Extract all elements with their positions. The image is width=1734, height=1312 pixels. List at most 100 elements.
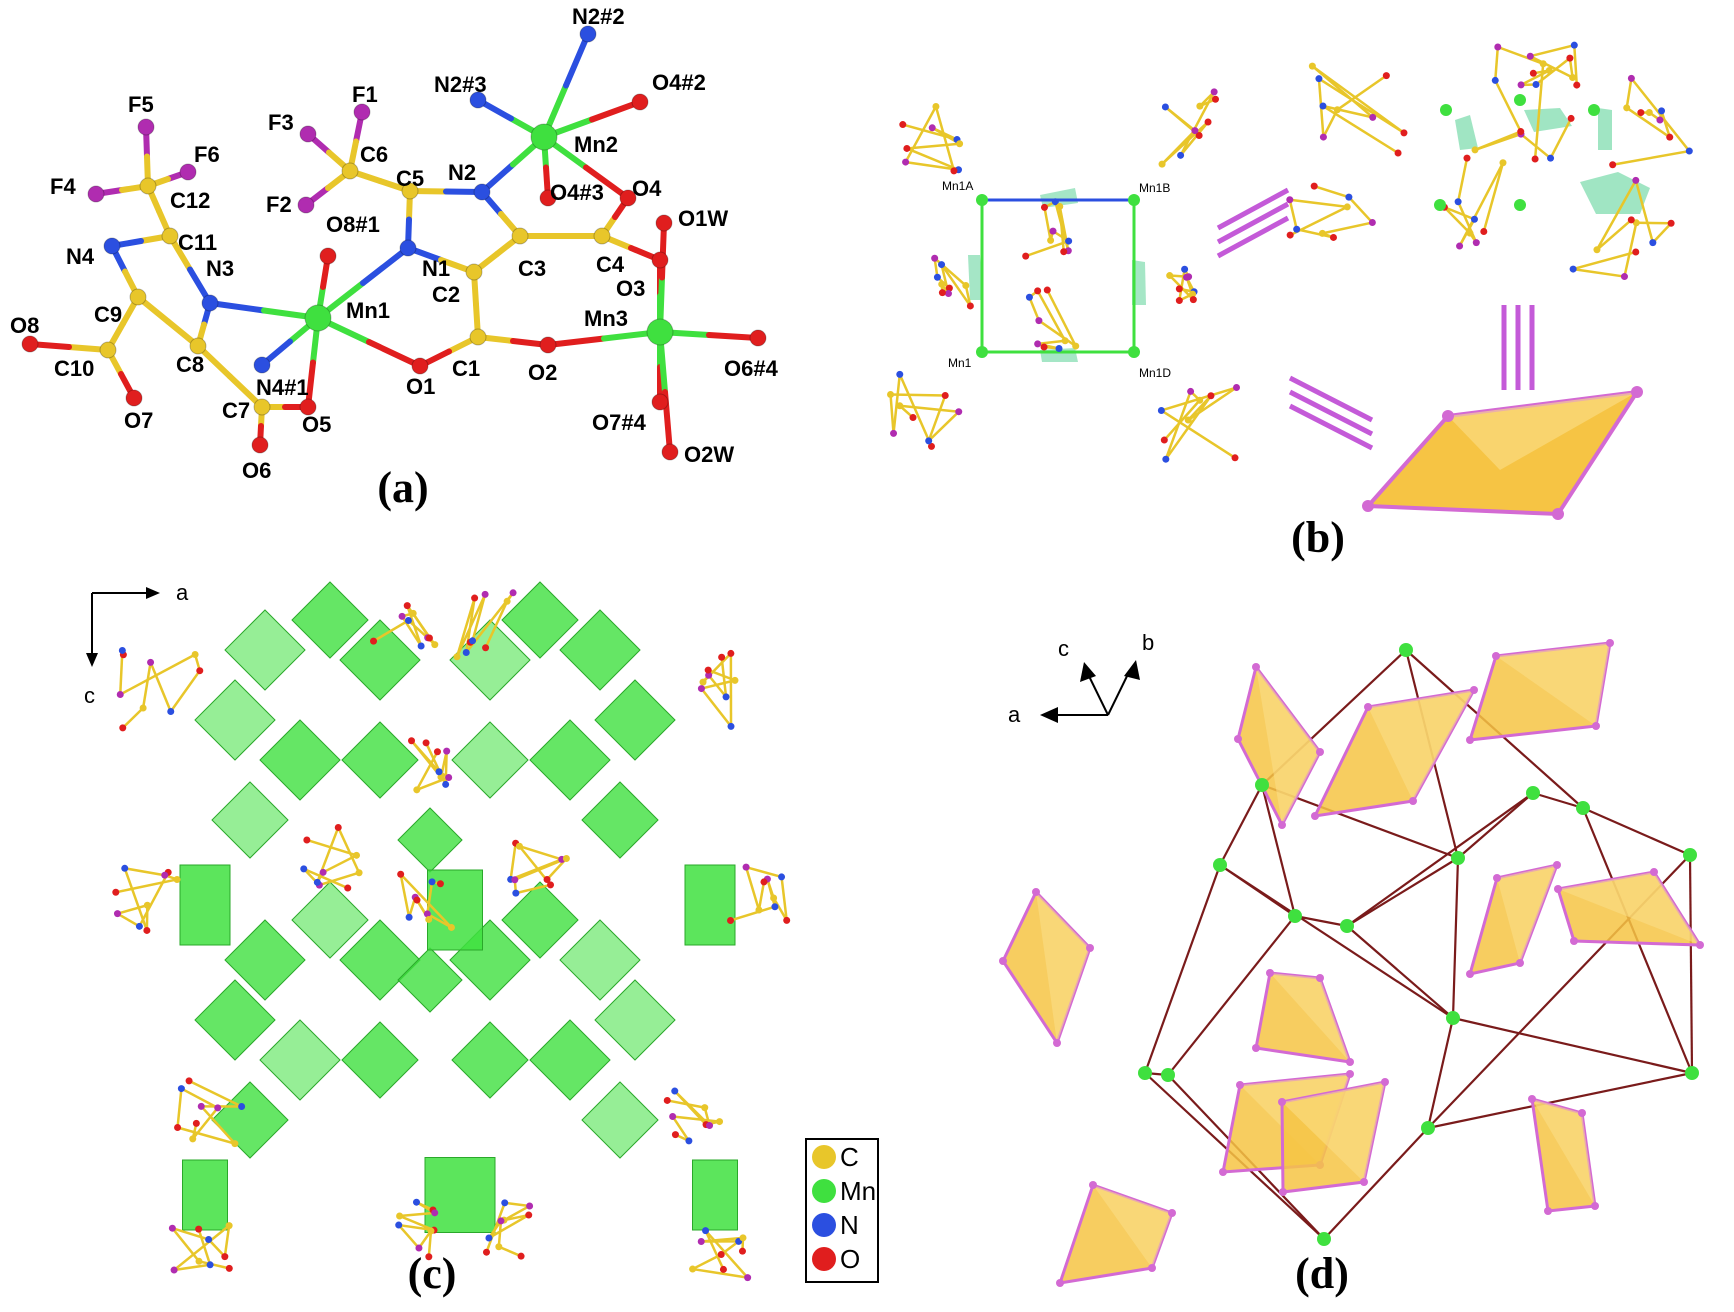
net-node xyxy=(1526,786,1540,800)
ligand-bond xyxy=(1530,45,1574,56)
ligand-atom xyxy=(1609,161,1616,168)
ligand-atom xyxy=(1547,155,1554,162)
ligand-atom xyxy=(356,869,363,876)
ligand-atom xyxy=(1056,203,1063,210)
net-link xyxy=(1220,785,1262,865)
ligand-atom xyxy=(413,897,420,904)
rhombic-vertex xyxy=(1056,1279,1064,1287)
ligand-atom xyxy=(1211,88,1218,95)
atom-o1w xyxy=(656,215,672,231)
ligand-atom xyxy=(482,644,489,651)
ligand-atom xyxy=(512,890,519,897)
ligand-bond xyxy=(505,1203,530,1206)
ligand-atom xyxy=(1492,77,1499,84)
ligand-atom xyxy=(1233,384,1240,391)
panel-c-axes: a c xyxy=(84,580,189,708)
ligand-atom xyxy=(1320,134,1327,141)
ligand-atom xyxy=(161,872,168,879)
ligand-atom xyxy=(731,677,738,684)
mn-octahedron xyxy=(582,1082,658,1158)
atom-label-c3: C3 xyxy=(518,256,546,281)
axis-a-label-d: a xyxy=(1008,702,1021,727)
ligand-atom xyxy=(418,643,425,650)
ligand-atom xyxy=(706,1122,713,1129)
ligand-atom xyxy=(1311,183,1318,190)
mn-square-polyhedron xyxy=(685,865,735,945)
rhombic-vertex xyxy=(1528,1095,1536,1103)
ligand-bond xyxy=(123,708,143,728)
mn1b-atom xyxy=(1128,194,1140,206)
panel-b-tetranuclear-unit: Mn1A Mn1B Mn1 Mn1D xyxy=(887,42,1693,562)
ligand-atom xyxy=(755,907,762,914)
equivalence-symbol-2 xyxy=(1290,378,1372,448)
cage-bonds xyxy=(1286,42,1693,280)
net-node xyxy=(1576,801,1590,815)
atom-c9 xyxy=(130,289,146,305)
net-node xyxy=(1213,858,1227,872)
atom-mn1 xyxy=(305,305,331,331)
ligand-atom xyxy=(1176,285,1183,292)
ligand-atom xyxy=(1181,266,1188,273)
ligand-bond xyxy=(759,882,764,910)
ligand-atom xyxy=(518,1253,525,1260)
atom-label-o3: O3 xyxy=(616,276,645,301)
atom-label-mn1: Mn1 xyxy=(346,298,390,323)
atom-label-c7: C7 xyxy=(222,398,250,423)
ligand-atom xyxy=(221,1253,228,1260)
ligand-atom xyxy=(1187,388,1194,395)
atom-label-n4-1: N4#1 xyxy=(256,375,309,400)
ligand-atom xyxy=(718,1251,725,1258)
ligand-atom xyxy=(1571,42,1578,49)
rhombic-vertex xyxy=(1466,970,1474,978)
panel-a-label: (a) xyxy=(377,463,428,512)
ligand-bond xyxy=(116,879,177,892)
ligand-bond xyxy=(673,1116,720,1121)
ligand-atom xyxy=(938,261,945,268)
ligand-bond xyxy=(1290,200,1347,207)
ligand-atom xyxy=(544,876,551,883)
ligand-atom xyxy=(664,1097,671,1104)
ligand-atom xyxy=(1628,75,1635,82)
atom-label-c8: C8 xyxy=(176,352,204,377)
net-node xyxy=(1340,919,1354,933)
rhombic-vertex xyxy=(1544,1207,1552,1215)
ligand-atom xyxy=(1621,273,1628,280)
ligand-atom xyxy=(716,1118,723,1125)
atom-o6 xyxy=(252,437,268,453)
ligand-atom xyxy=(431,1209,438,1216)
cage-mn-atom xyxy=(1588,104,1600,116)
ligand-atom xyxy=(1287,232,1294,239)
mn-octahedron xyxy=(342,722,418,798)
atom-label-o1w: O1W xyxy=(678,206,728,231)
ligand-atom xyxy=(174,876,181,883)
ligand-atom xyxy=(1060,248,1067,255)
net-link xyxy=(1220,865,1453,1018)
ligand-bond xyxy=(1162,122,1208,164)
ligand-atom xyxy=(431,641,438,648)
ligand-atom xyxy=(445,774,452,781)
net-node xyxy=(1138,1066,1152,1080)
panel-b-parallelogram-node xyxy=(1362,386,1643,520)
ligand-atom xyxy=(1668,220,1675,227)
ligand-atom xyxy=(910,414,917,421)
ligand-atom xyxy=(117,691,124,698)
ligand-atom xyxy=(238,1103,245,1110)
mn1b-label: Mn1B xyxy=(1139,181,1170,195)
axis-c-arrow xyxy=(1080,662,1096,682)
ligand-atom xyxy=(178,1085,185,1092)
ligand-atom xyxy=(1533,81,1540,88)
atom-label-o2w: O2W xyxy=(684,442,734,467)
ligand-atom xyxy=(938,281,945,288)
ligand-atom xyxy=(1334,106,1341,113)
rhombic-vertex xyxy=(1032,888,1040,896)
rhombic-vertex xyxy=(1570,937,1578,945)
ligand-atom xyxy=(1315,75,1322,82)
rhombic-vertex xyxy=(999,957,1007,965)
ligand-atom xyxy=(1196,397,1203,404)
ligand-bond xyxy=(515,858,567,879)
ligand-atom xyxy=(760,878,767,885)
ligand-atom xyxy=(1232,454,1239,461)
ligand-bond xyxy=(1038,341,1065,344)
ligand-atom xyxy=(205,1236,212,1243)
